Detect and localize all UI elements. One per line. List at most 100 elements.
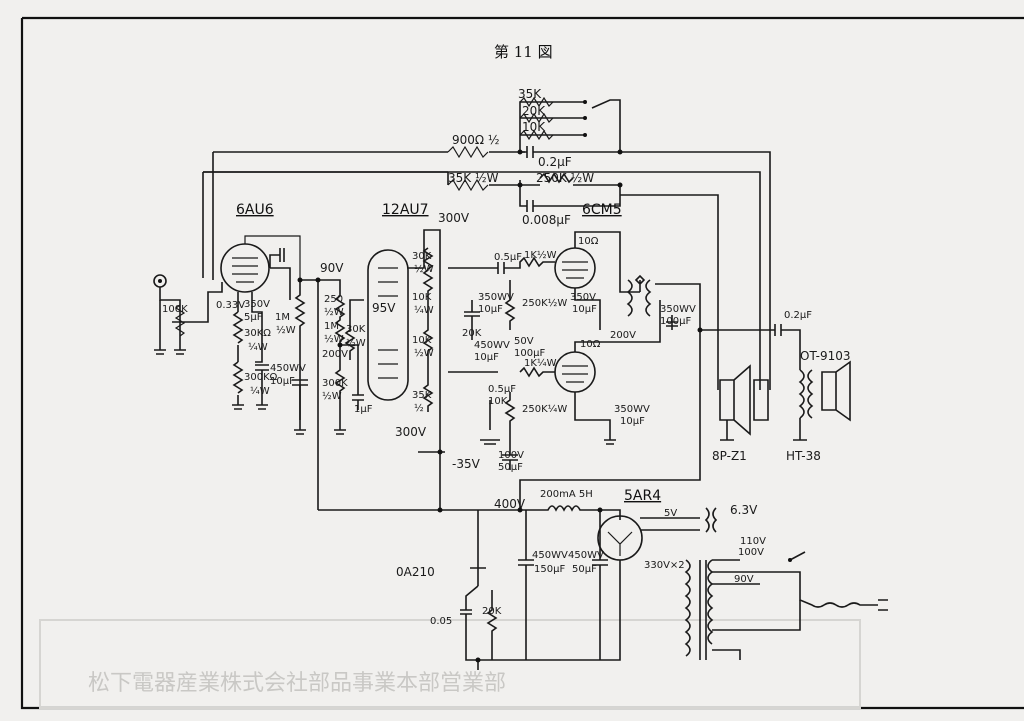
label-350v-c: 350V: [570, 292, 596, 303]
label-95v: 95V: [372, 301, 396, 315]
tube-6au6-label: 6AU6: [236, 202, 274, 218]
label-10uf-e: 10μF: [620, 416, 645, 427]
label-1k-b: 1K¼W: [524, 357, 557, 369]
label-450wv-b: 450WV: [474, 340, 510, 351]
label-20k-mid: 20K: [462, 328, 482, 339]
label-100v-cap: 100V: [498, 450, 524, 461]
label-1m-b-w: ½W: [324, 333, 344, 345]
label-35k-b: 35K: [412, 390, 432, 401]
label-250k-b: 250K¼W: [522, 403, 567, 415]
label-0.2uf-top: 0.2μF: [538, 155, 572, 169]
label-ht38: HT-38: [786, 449, 821, 463]
label-30k-b: 30K: [346, 324, 366, 335]
tube-5ar4-label: 5AR4: [624, 488, 661, 504]
tube-6cm5-lower: [554, 351, 596, 393]
label-30k-w: ¼W: [248, 341, 268, 353]
label-350wv-c: 350WV: [614, 404, 650, 415]
label-100uf-b: 100μF: [660, 316, 691, 327]
stage-6cm5: 6CM5 0.5μF 1K½W 10Ω 250K½W 350WV 10μF 35…: [448, 202, 720, 473]
label-30k-b-w: ½W: [346, 337, 366, 349]
label-0.05: 0.05: [430, 616, 452, 627]
label-450wv-f: 450WV: [568, 550, 604, 561]
label-0.5uf-a: 0.5μF: [494, 252, 522, 263]
label-10ohm-a: 10Ω: [578, 236, 599, 247]
stage-6au6: 6AU6 100K 0.33V 350V 5μF 30KΩ ¼W 300KΩ ¼…: [153, 202, 344, 510]
label-110v: 110V: [740, 536, 766, 547]
label-100uf: 100μF: [514, 348, 545, 359]
label-1m-a-w: ½W: [276, 324, 296, 336]
label-350wv-a: 350WV: [478, 292, 514, 303]
junction-dots: [297, 149, 703, 663]
label-250-w: ½W: [324, 306, 344, 318]
label-10k-a: 10K: [412, 292, 432, 303]
label-0.2uf-out: 0.2μF: [784, 310, 812, 321]
label-1k-a: 1K½W: [524, 249, 557, 261]
bleed-through-box: [39, 619, 861, 709]
feedback-network: 35K 20K 10K 900Ω ½ 0.2μF 35K ½W 250K ½W …: [202, 87, 771, 390]
label-100v: 100V: [738, 547, 764, 558]
label-0.33v: 0.33V: [216, 300, 245, 311]
label-330v-x2: 330V×2: [644, 560, 685, 571]
tube-0a210-label: 0A210: [396, 565, 435, 579]
stage-12au7: 12AU7 95V 300V 300V 30K ½W 30K ½W 10K ¼W…: [344, 202, 470, 453]
power-supply: 400V 200mA 5H 5AR4 5V 6.3V 450WV 150μF 4…: [318, 330, 888, 670]
label-200v-b: 200V: [610, 330, 636, 341]
label-1m-a: 1M: [275, 312, 290, 323]
label-choke: 200mA 5H: [540, 489, 593, 500]
label-200v-a: 200V: [322, 349, 348, 360]
label-350v: 350V: [244, 299, 270, 310]
figure-title: 第 11 図: [494, 43, 553, 61]
bias-divider: 250 ½W 1M ½W 200V 300K ½W 1μF: [318, 279, 373, 435]
label-8pz1: 8P-Z1: [712, 449, 747, 463]
label-90v-b: 90V: [734, 574, 754, 585]
label-20k-top: 20K: [522, 104, 546, 118]
label-neg35v: -35V: [452, 457, 481, 471]
label-10ohm-b: 10Ω: [580, 339, 601, 350]
label-300k-b-w: ½W: [322, 390, 342, 402]
label-450wv-e: 450WV: [532, 550, 568, 561]
label-30k-c: 30K: [412, 251, 432, 262]
label-10uf-b: 10μF: [478, 304, 503, 315]
label-300v-top: 300V: [438, 211, 470, 225]
bleed-through-text: 松下電器産業株式会社部品事業本部営業部: [88, 671, 506, 696]
label-250k-a: 250K½W: [522, 297, 567, 309]
label-250: 250: [324, 294, 343, 305]
label-10uf-a: 10μF: [270, 376, 295, 387]
label-30kohm: 30KΩ: [244, 328, 271, 339]
label-1m-b: 1M: [324, 321, 339, 332]
label-450wv: 450WV: [270, 363, 306, 374]
label-50uf: 50μF: [498, 462, 523, 473]
tube-12au7-label: 12AU7: [382, 202, 429, 218]
label-20k-bot: 20K: [482, 606, 502, 617]
label-50uf-b: 50μF: [572, 564, 597, 575]
output-section: 0.2μF OT-9103 8P-Z1 HT-38: [712, 310, 851, 463]
label-900ohm: 900Ω ½: [452, 133, 500, 147]
label-10uf-c: 10μF: [572, 304, 597, 315]
label-35k-b-w: ½: [414, 402, 424, 414]
label-50v: 50V: [514, 336, 534, 347]
label-5uf: 5μF: [244, 312, 263, 323]
label-10k-b-w: ½W: [414, 347, 434, 359]
label-10k-c: 10K: [488, 396, 508, 407]
label-300k-w: ¼W: [250, 385, 270, 397]
tube-6cm5-upper: [554, 247, 596, 289]
label-90v: 90V: [320, 261, 344, 275]
label-30k-c-w: ½W: [414, 263, 434, 275]
label-0.5uf-b: 0.5μF: [488, 384, 516, 395]
label-ot9103: OT-9103: [800, 349, 851, 363]
label-6.3v: 6.3V: [730, 503, 758, 517]
label-250k-half: 250K ½W: [536, 171, 594, 185]
label-10k-a-w: ¼W: [414, 304, 434, 316]
label-350wv-d: 350WV: [660, 304, 696, 315]
label-100k-vol: 100K: [162, 304, 188, 315]
tube-6au6: [220, 243, 270, 293]
label-400v: 400V: [494, 497, 526, 511]
label-10k-top: 10K: [522, 120, 546, 134]
label-35k-half: 35K ½W: [448, 171, 499, 185]
tube-6cm5-label: 6CM5: [582, 202, 622, 218]
label-300v-bot: 300V: [395, 425, 427, 439]
label-10uf-d: 10μF: [474, 352, 499, 363]
label-10k-b: 10K: [412, 335, 432, 346]
